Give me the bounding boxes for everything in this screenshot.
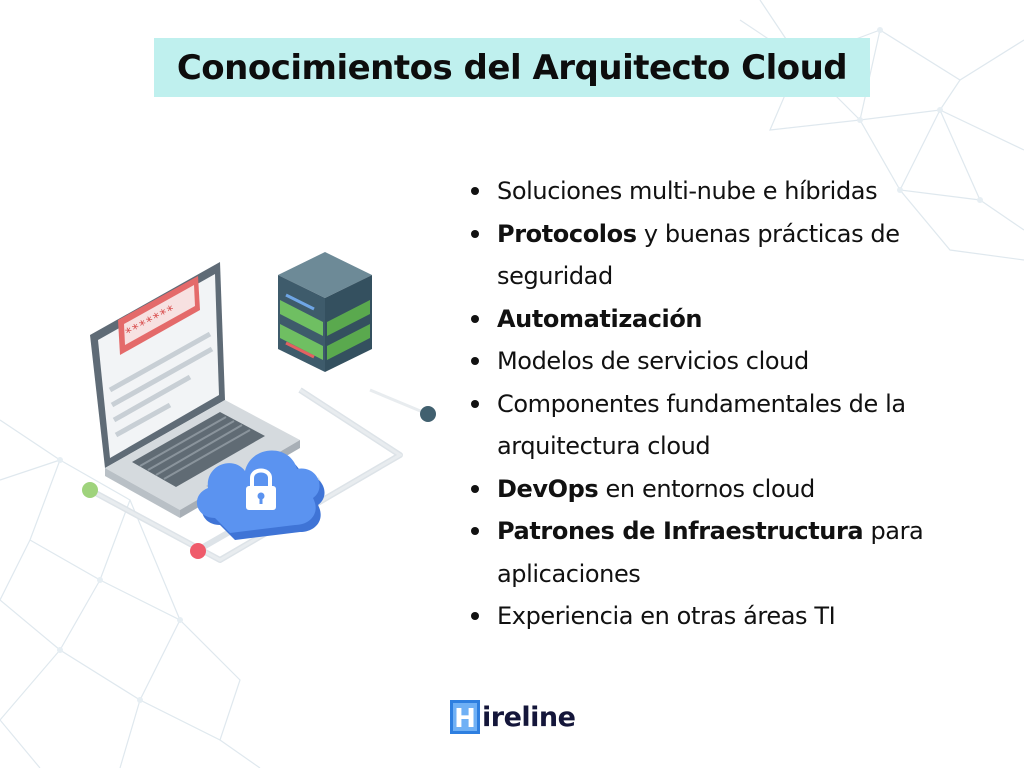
server-icon: [278, 252, 372, 372]
title-banner: Conocimientos del Arquitecto Cloud: [154, 38, 870, 97]
hireline-logo-mark-icon: H: [450, 700, 480, 734]
bullet: [471, 484, 479, 493]
node-green-dot: [82, 482, 98, 498]
node-dark-dot: [420, 406, 436, 422]
hireline-logo: H ireline: [450, 697, 576, 737]
bullet: [471, 314, 479, 323]
bullet: [471, 399, 479, 408]
list-item: Automatización: [468, 298, 1008, 341]
list-item: Patrones de Infraestructura para aplicac…: [468, 510, 1008, 595]
list-item: Experiencia en otras áreas TI: [468, 595, 1008, 638]
page-title: Conocimientos del Arquitecto Cloud: [176, 47, 848, 88]
bullet: [471, 612, 479, 620]
skills-list: Soluciones multi-nube e híbridas Protoco…: [468, 170, 1008, 638]
list-item: Soluciones multi-nube e híbridas: [468, 170, 1008, 213]
laptop-icon: [90, 262, 300, 518]
logo-text: ireline: [482, 701, 576, 733]
bullet: [471, 357, 479, 365]
bullet: [471, 527, 479, 535]
logo-mark-letter: H: [454, 704, 476, 734]
list-item: DevOps en entornos cloud: [468, 468, 1008, 511]
bullet: [471, 187, 479, 195]
list-item: Modelos de servicios cloud: [468, 340, 1008, 383]
cloud-architecture-illustration: *******: [82, 252, 436, 563]
list-item: Componentes fundamentales de la arquitec…: [468, 383, 1008, 468]
list-item: Protocolos y buenas prácticas de segurid…: [468, 213, 1008, 298]
node-red-dot: [190, 543, 206, 559]
bullet: [471, 229, 479, 238]
cloud-lock-icon: [196, 450, 325, 540]
